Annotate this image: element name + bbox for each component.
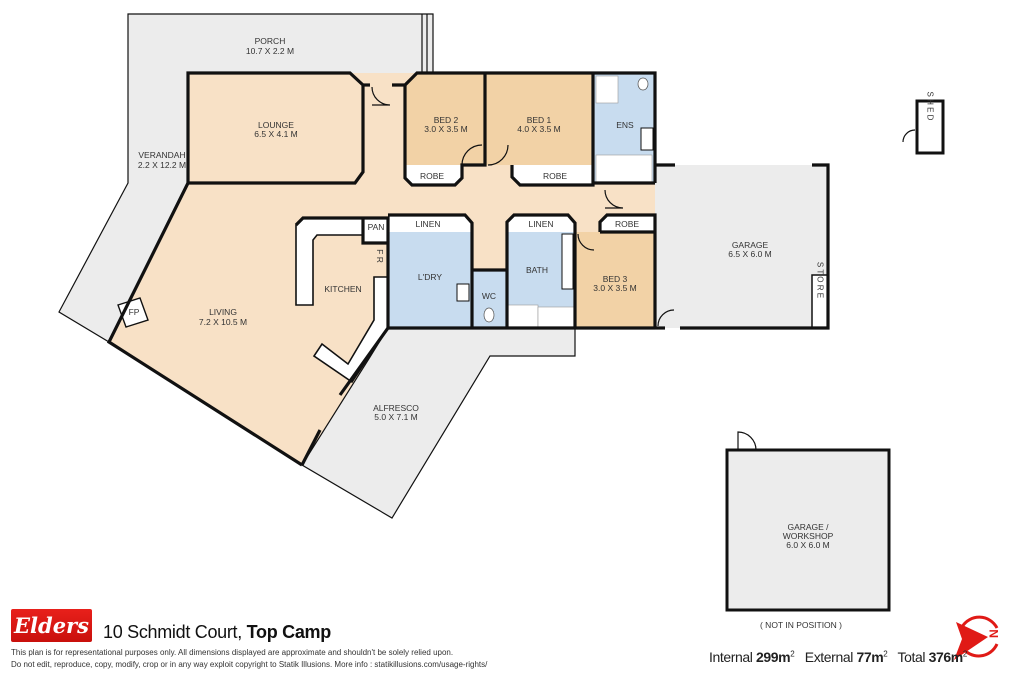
lounge-label: LOUNGE (258, 120, 294, 130)
robe2-label: ROBE (420, 171, 444, 181)
bed1-label: BED 1 (527, 115, 552, 125)
north-letter: N (987, 629, 1001, 638)
bath-label: BATH (526, 265, 548, 275)
external-label: External (804, 649, 854, 665)
elders-logo: Elders (11, 609, 92, 642)
disclaimer-line-2: Do not edit, reproduce, copy, modify, cr… (11, 660, 488, 669)
kitchen-label: KITCHEN (324, 284, 361, 294)
store-label: S T O R E (816, 262, 825, 298)
logo-text: Elders (14, 613, 89, 638)
workshop-label: GARAGE / (787, 522, 829, 532)
bed1-room (485, 73, 593, 165)
fp-label: FP (129, 307, 140, 317)
unit-sup: 2 (790, 649, 795, 659)
total-value: 376m (928, 649, 964, 665)
workshop-dims: 6.0 X 6.0 M (786, 540, 829, 550)
laundry-label: L'DRY (418, 272, 442, 282)
wc-label: WC (482, 291, 496, 301)
porch-label: PORCH (255, 36, 286, 46)
bed3-label: BED 3 (603, 274, 628, 284)
linen1 (388, 215, 472, 232)
bed3-dims: 3.0 X 3.5 M (593, 283, 636, 293)
shed-label: S H E D (926, 92, 935, 121)
robe3 (600, 215, 655, 232)
living-dims: 7.2 X 10.5 M (199, 317, 247, 327)
laundry-room (388, 232, 472, 328)
garage-room (655, 165, 828, 328)
alfresco-label: ALFRESCO (373, 403, 419, 413)
unit-sup: 2 (883, 649, 888, 659)
linen2 (507, 215, 575, 232)
fr-label: F R (375, 249, 385, 263)
address-suburb: Top Camp (246, 622, 332, 642)
bed3-room (575, 232, 655, 328)
robe2 (405, 165, 462, 185)
internal-label: Internal (709, 649, 753, 665)
robe1-label: ROBE (543, 171, 567, 181)
shed (915, 99, 945, 155)
robe3-label: ROBE (615, 219, 639, 229)
linen2-label: LINEN (528, 219, 553, 229)
porch-dims: 10.7 X 2.2 M (246, 46, 294, 56)
ens-label: ENS (616, 120, 634, 130)
alfresco-dims: 5.0 X 7.1 M (374, 412, 417, 422)
garage-workshop-room (725, 448, 891, 612)
bed2-room (405, 73, 485, 165)
bed2-dims: 3.0 X 3.5 M (424, 124, 467, 134)
living-label: LIVING (209, 307, 237, 317)
lounge-dims: 6.5 X 4.1 M (254, 129, 297, 139)
verandah-label: VERANDAH (138, 150, 185, 160)
linen1-label: LINEN (415, 219, 440, 229)
verandah-dims: 2.2 X 12.2 M (138, 160, 186, 170)
alfresco-area (301, 327, 576, 519)
bed1-dims: 4.0 X 3.5 M (517, 124, 560, 134)
property-address: 10 Schmidt Court, Top Camp (103, 622, 331, 643)
not-in-position-note: ( NOT IN POSITION ) (760, 620, 842, 630)
garage-dims: 6.5 X 6.0 M (728, 249, 771, 259)
unit-sup: 2 (962, 649, 967, 659)
garage-label: GARAGE (732, 240, 769, 250)
pan-label: PAN (368, 222, 385, 232)
north-arrow-icon: N (954, 615, 1001, 660)
external-value: 77m (856, 649, 884, 665)
address-street: 10 Schmidt Court, (103, 622, 242, 642)
internal-value: 299m (756, 649, 791, 665)
disclaimer-line-1: This plan is for representational purpos… (11, 648, 454, 657)
area-summary: Internal 299m2 External 77m2 Total 376m2 (709, 649, 967, 665)
pantry (363, 218, 388, 243)
workshop-label-2: WORKSHOP (783, 531, 834, 541)
bed2-label: BED 2 (434, 115, 459, 125)
robe1 (512, 165, 593, 185)
total-label: Total (897, 649, 926, 665)
